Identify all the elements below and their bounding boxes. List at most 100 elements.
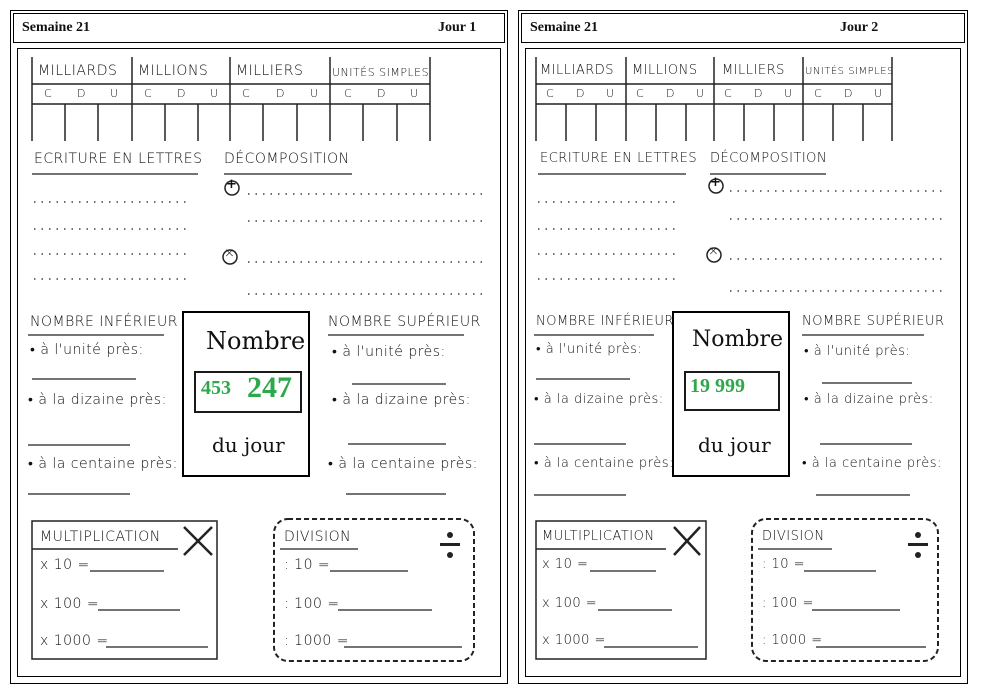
d-label: D	[77, 87, 86, 100]
dizaine-label: • à la dizaine près:	[804, 392, 934, 407]
centaine-text: à la centaine près:	[543, 456, 674, 471]
nombre-label: Nombre	[692, 327, 783, 352]
mult-x100: x 100 =	[542, 596, 598, 611]
superieur-heading: NOMBRE SUPÉRIEUR	[328, 314, 481, 330]
div-10: : 10 =	[284, 557, 331, 573]
dizaine-label: • à la dizaine près:	[332, 392, 471, 408]
unite-label: • à l'unité près:	[536, 342, 643, 357]
div-100: : 100 =	[762, 596, 814, 611]
col-millions: MILLIONS	[632, 63, 698, 78]
header-right: Semaine 21 Jour 2	[521, 13, 965, 43]
c-label: C	[144, 87, 153, 100]
day-label: Jour 1	[438, 20, 477, 35]
d-label: D	[377, 87, 386, 100]
number-of-day-box: Nombre 453 247 du jour	[182, 311, 310, 477]
unite-label: • à l'unité près:	[332, 344, 446, 360]
header-left: Semaine 21 Jour 1	[13, 13, 505, 43]
u-label: U	[410, 87, 419, 100]
week-label: Semaine 21	[22, 20, 91, 35]
centaine-label: • à la centaine près:	[28, 456, 178, 472]
c-label: C	[344, 87, 353, 100]
c-label: C	[814, 87, 823, 100]
col-milliers: MILLIERS	[722, 63, 785, 78]
c-label: C	[636, 87, 645, 100]
unite-text: à l'unité près:	[40, 342, 144, 358]
col-milliers: MILLIERS	[236, 63, 304, 79]
du-jour-label: du jour	[698, 433, 771, 457]
inferieur-heading: NOMBRE INFÉRIEUR	[536, 314, 674, 329]
c-label: C	[546, 87, 555, 100]
du-jour-label: du jour	[212, 433, 285, 457]
u-label: U	[210, 87, 219, 100]
centaine-text: à la centaine près:	[338, 456, 478, 472]
div-1000: : 1000 =	[284, 633, 349, 649]
division-heading: DIVISION	[284, 529, 352, 545]
inferieur-heading: NOMBRE INFÉRIEUR	[30, 314, 178, 330]
u-label: U	[874, 87, 883, 100]
number-answer-box	[684, 371, 780, 411]
times-icon: ×	[224, 246, 236, 261]
centaine-label: • à la centaine près:	[328, 456, 478, 472]
unite-label: • à l'unité près:	[30, 342, 144, 358]
number-part2: 247	[247, 371, 292, 404]
dizaine-text: à la dizaine près:	[543, 392, 664, 407]
d-label: D	[576, 87, 585, 100]
day-label: Jour 2	[840, 20, 879, 35]
d-label: D	[754, 87, 763, 100]
col-milliards: MILLIARDS	[540, 63, 615, 78]
times-icon: ×	[708, 244, 720, 259]
mult-x10: x 10 =	[542, 557, 589, 572]
multiplication-heading: MULTIPLICATION	[40, 529, 161, 545]
dizaine-label: • à la dizaine près:	[534, 392, 664, 407]
plus-icon: +	[710, 175, 722, 190]
mult-x1000: x 1000 =	[542, 633, 606, 648]
d-label: D	[666, 87, 675, 100]
d-label: D	[844, 87, 853, 100]
centaine-label: • à la centaine près:	[534, 456, 674, 471]
dizaine-text: à la dizaine près:	[342, 392, 471, 408]
nombre-label: Nombre	[206, 327, 306, 355]
unite-label: • à l'unité près:	[804, 344, 911, 359]
mult-x100: x 100 =	[40, 596, 100, 612]
worksheet-right: Semaine 21 Jour 2	[518, 10, 968, 684]
c-label: C	[724, 87, 733, 100]
c-label: C	[44, 87, 53, 100]
decomposition-heading: DÉCOMPOSITION	[224, 151, 350, 167]
decomposition-heading: DÉCOMPOSITION	[710, 151, 828, 166]
ecriture-heading: ECRITURE EN LETTRES	[34, 151, 203, 167]
ecriture-heading: ECRITURE EN LETTRES	[540, 151, 698, 166]
div-10: : 10 =	[762, 557, 806, 572]
d-label: D	[177, 87, 186, 100]
u-label: U	[784, 87, 793, 100]
dizaine-text: à la dizaine près:	[38, 392, 167, 408]
col-millions: MILLIONS	[138, 63, 209, 79]
superieur-heading: NOMBRE SUPÉRIEUR	[802, 314, 945, 329]
multiplication-heading: MULTIPLICATION	[542, 529, 655, 544]
unite-text: à l'unité près:	[545, 342, 643, 357]
week-label: Semaine 21	[530, 20, 599, 35]
worksheet-lines-right	[534, 57, 946, 662]
worksheet-body-left: MILLIARDS MILLIONS MILLIERS UNITÉS SIMPL…	[17, 48, 501, 677]
centaine-text: à la centaine près:	[811, 456, 942, 471]
u-label: U	[606, 87, 615, 100]
number-value: 19 999	[690, 375, 745, 397]
d-label: D	[276, 87, 285, 100]
number-part1: 453	[201, 377, 231, 399]
c-label: C	[242, 87, 251, 100]
div-100: : 100 =	[284, 596, 340, 612]
number-answer-box	[194, 371, 302, 413]
centaine-label: • à la centaine près:	[802, 456, 942, 471]
u-label: U	[696, 87, 705, 100]
number-of-day-box: Nombre 19 999 du jour	[672, 311, 790, 477]
plus-icon: +	[226, 177, 238, 192]
worksheet-lines-left	[28, 57, 488, 662]
worksheet-body-right: MILLIARDS MILLIONS MILLIERS UNITÉS SIMPL…	[525, 48, 961, 677]
mult-x10: x 10 =	[40, 557, 90, 573]
division-heading: DIVISION	[762, 529, 825, 544]
u-label: U	[110, 87, 119, 100]
col-unites: UNITÉS SIMPLES	[332, 66, 430, 79]
u-label: U	[310, 87, 319, 100]
div-1000: : 1000 =	[762, 633, 823, 648]
worksheet-left: Semaine 21 Jour 1	[10, 10, 508, 684]
centaine-text: à la centaine près:	[38, 456, 178, 472]
